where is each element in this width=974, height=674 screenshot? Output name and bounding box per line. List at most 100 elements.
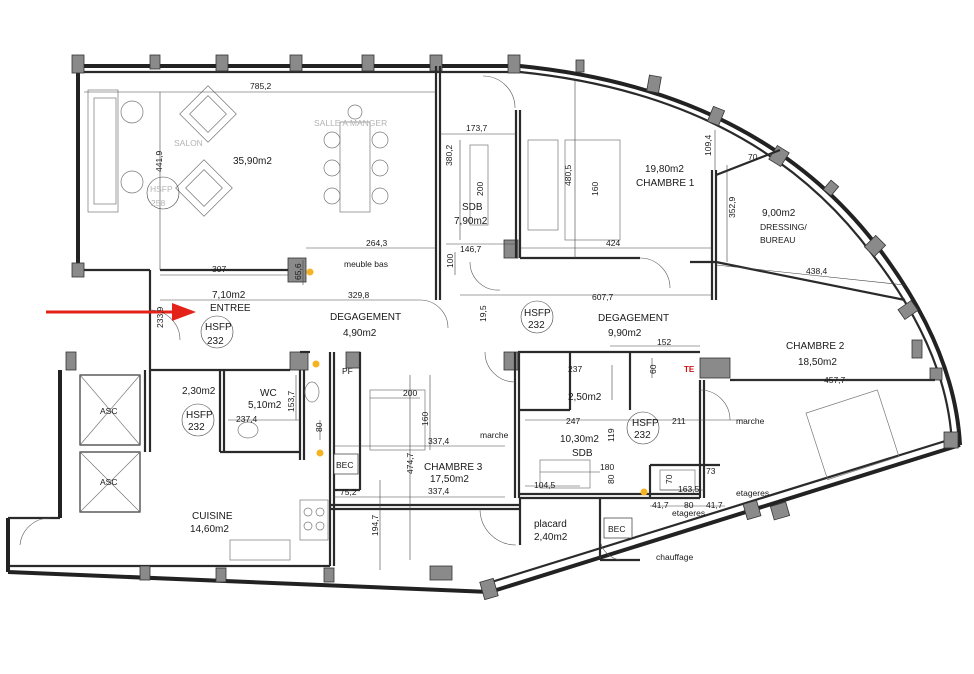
marche-1-label: marche [480, 430, 509, 440]
sdb-bottom-label: SDB [572, 448, 593, 459]
salon-hsfp-value: 258 [151, 198, 165, 208]
bureau-label: BUREAU [760, 235, 795, 245]
dimension-label: 160 [590, 182, 600, 196]
dimension-label: 480,5 [563, 164, 573, 186]
placard-left-area: 2,30m2 [182, 386, 216, 397]
dimension-label: 380,2 [444, 144, 454, 166]
wc-label: WC [260, 388, 277, 399]
room-labels: SALON SALLE A MANGER 35,90m2 HSFP 258 7,… [150, 118, 845, 543]
salon-area: 35,90m2 [233, 156, 272, 167]
elevators [79, 374, 141, 513]
chambre3-area: 17,50m2 [430, 474, 469, 485]
chambre2-label: CHAMBRE 2 [786, 341, 845, 352]
wc-area: 5,10m2 [248, 400, 282, 411]
te-label: TE [684, 365, 695, 374]
sdb-bottom-hsfp-label: HSFP [632, 418, 659, 429]
entree-hsfp-value: 232 [207, 336, 224, 347]
sdb-top-area: 7,90m2 [454, 216, 488, 227]
dimension-label: 119 [606, 428, 616, 442]
dimension-label: 194,7 [370, 514, 380, 536]
bec-2-label: BEC [608, 524, 625, 534]
dimension-label: 180 [600, 462, 614, 472]
dimension-label: 75,2 [340, 487, 357, 497]
dimension-label: 70 [664, 474, 674, 484]
entree-hsfp-label: HSFP [205, 322, 232, 333]
outer-walls [6, 64, 962, 594]
furniture [87, 85, 900, 561]
dimension-label: 80 [314, 422, 324, 432]
etageres-1-label: etageres [736, 488, 769, 498]
dimension-labels: 785,2 441,9 307 264,3 65,6 100 329,8 233… [154, 81, 846, 536]
dimension-label: 607,7 [592, 292, 614, 302]
dimension-label: 438,4 [806, 266, 828, 276]
dimension-label: 60 [648, 364, 658, 374]
dimension-label: 337,4 [428, 486, 450, 496]
dimension-label: 41,7 [706, 500, 723, 510]
dressing-label: DRESSING/ [760, 222, 807, 232]
degagement-left-area: 4,90m2 [343, 328, 377, 339]
dimension-label: 19,5 [478, 305, 488, 322]
salon-hsfp-label: HSFP [150, 184, 173, 194]
sdb-bottom-hsfp-value: 232 [634, 430, 651, 441]
door-swings [19, 75, 731, 561]
degagement-left-label: DEGAGEMENT [330, 312, 401, 323]
dimension-label: 152 [657, 337, 671, 347]
dimension-label: 73 [706, 466, 716, 476]
small-room-area: 2,50m2 [568, 392, 602, 403]
entree-label: ENTREE [210, 303, 251, 314]
dimension-label: 100 [445, 254, 455, 268]
dimension-label: 41,7 [652, 500, 669, 510]
salon-label: SALON [174, 138, 203, 148]
elevator-1-label: ASC [100, 406, 117, 416]
dimension-label: 200 [475, 182, 485, 196]
hsfp-markers [146, 176, 660, 445]
meuble-bas-label: meuble bas [344, 259, 388, 269]
dimension-label: 785,2 [250, 81, 272, 91]
placard-left-hsfp-value: 232 [188, 422, 205, 433]
placard-left-hsfp-label: HSFP [186, 410, 213, 421]
dimension-label: 307 [212, 264, 226, 274]
dimension-label: 146,7 [460, 244, 482, 254]
dimension-label: 337,4 [428, 436, 450, 446]
dimension-label: 80 [684, 500, 694, 510]
dimension-label: 457,7 [824, 375, 846, 385]
chambre1-label: CHAMBRE 1 [636, 178, 695, 189]
dimension-label: 329,8 [348, 290, 370, 300]
etageres-2-label: etageres [672, 508, 705, 518]
elevator-2-label: ASC [100, 477, 117, 487]
fixture-dots [306, 268, 648, 496]
entree-area: 7,10m2 [212, 290, 246, 301]
dimension-label: 264,3 [366, 238, 388, 248]
sdb-top-label: SDB [462, 202, 483, 213]
dimension-label: 109,4 [703, 134, 713, 156]
dressing-area: 9,00m2 [762, 208, 796, 219]
placard-bottom-label: placard [534, 519, 567, 530]
dimension-label: 211 [672, 416, 686, 426]
marche-2-label: marche [736, 416, 765, 426]
pf-label: PF [342, 366, 353, 376]
entry-arrow [46, 303, 196, 321]
degagement-hsfp-value: 232 [528, 320, 545, 331]
dimension-label: 237,4 [236, 414, 258, 424]
dimension-label: 441,9 [154, 150, 164, 172]
fixture-labels: ASC ASC BEC BEC PF meuble bas marche mar… [100, 259, 769, 562]
chambre2-area: 18,50m2 [798, 357, 837, 368]
dimension-label: 104,5 [534, 480, 556, 490]
chauffage-label: chauffage [656, 552, 693, 562]
degagement-right-label: DEGAGEMENT [598, 313, 669, 324]
dimension-label: 173,7 [466, 123, 488, 133]
chambre3-label: CHAMBRE 3 [424, 462, 483, 473]
sdb-bottom-area: 10,30m2 [560, 434, 599, 445]
dimension-label: 80 [606, 474, 616, 484]
dimension-label: 163,5 [678, 484, 700, 494]
cuisine-area: 14,60m2 [190, 524, 229, 535]
salle-a-manger-label: SALLE A MANGER [314, 118, 387, 128]
cuisine-label: CUISINE [192, 511, 233, 522]
degagement-right-area: 9,90m2 [608, 328, 642, 339]
dimension-lines [84, 80, 935, 570]
dimension-label: 352,9 [727, 196, 737, 218]
dimension-label: 153,7 [286, 390, 296, 412]
dimension-label: 474,7 [405, 452, 415, 474]
dimension-label: 160 [420, 412, 430, 426]
